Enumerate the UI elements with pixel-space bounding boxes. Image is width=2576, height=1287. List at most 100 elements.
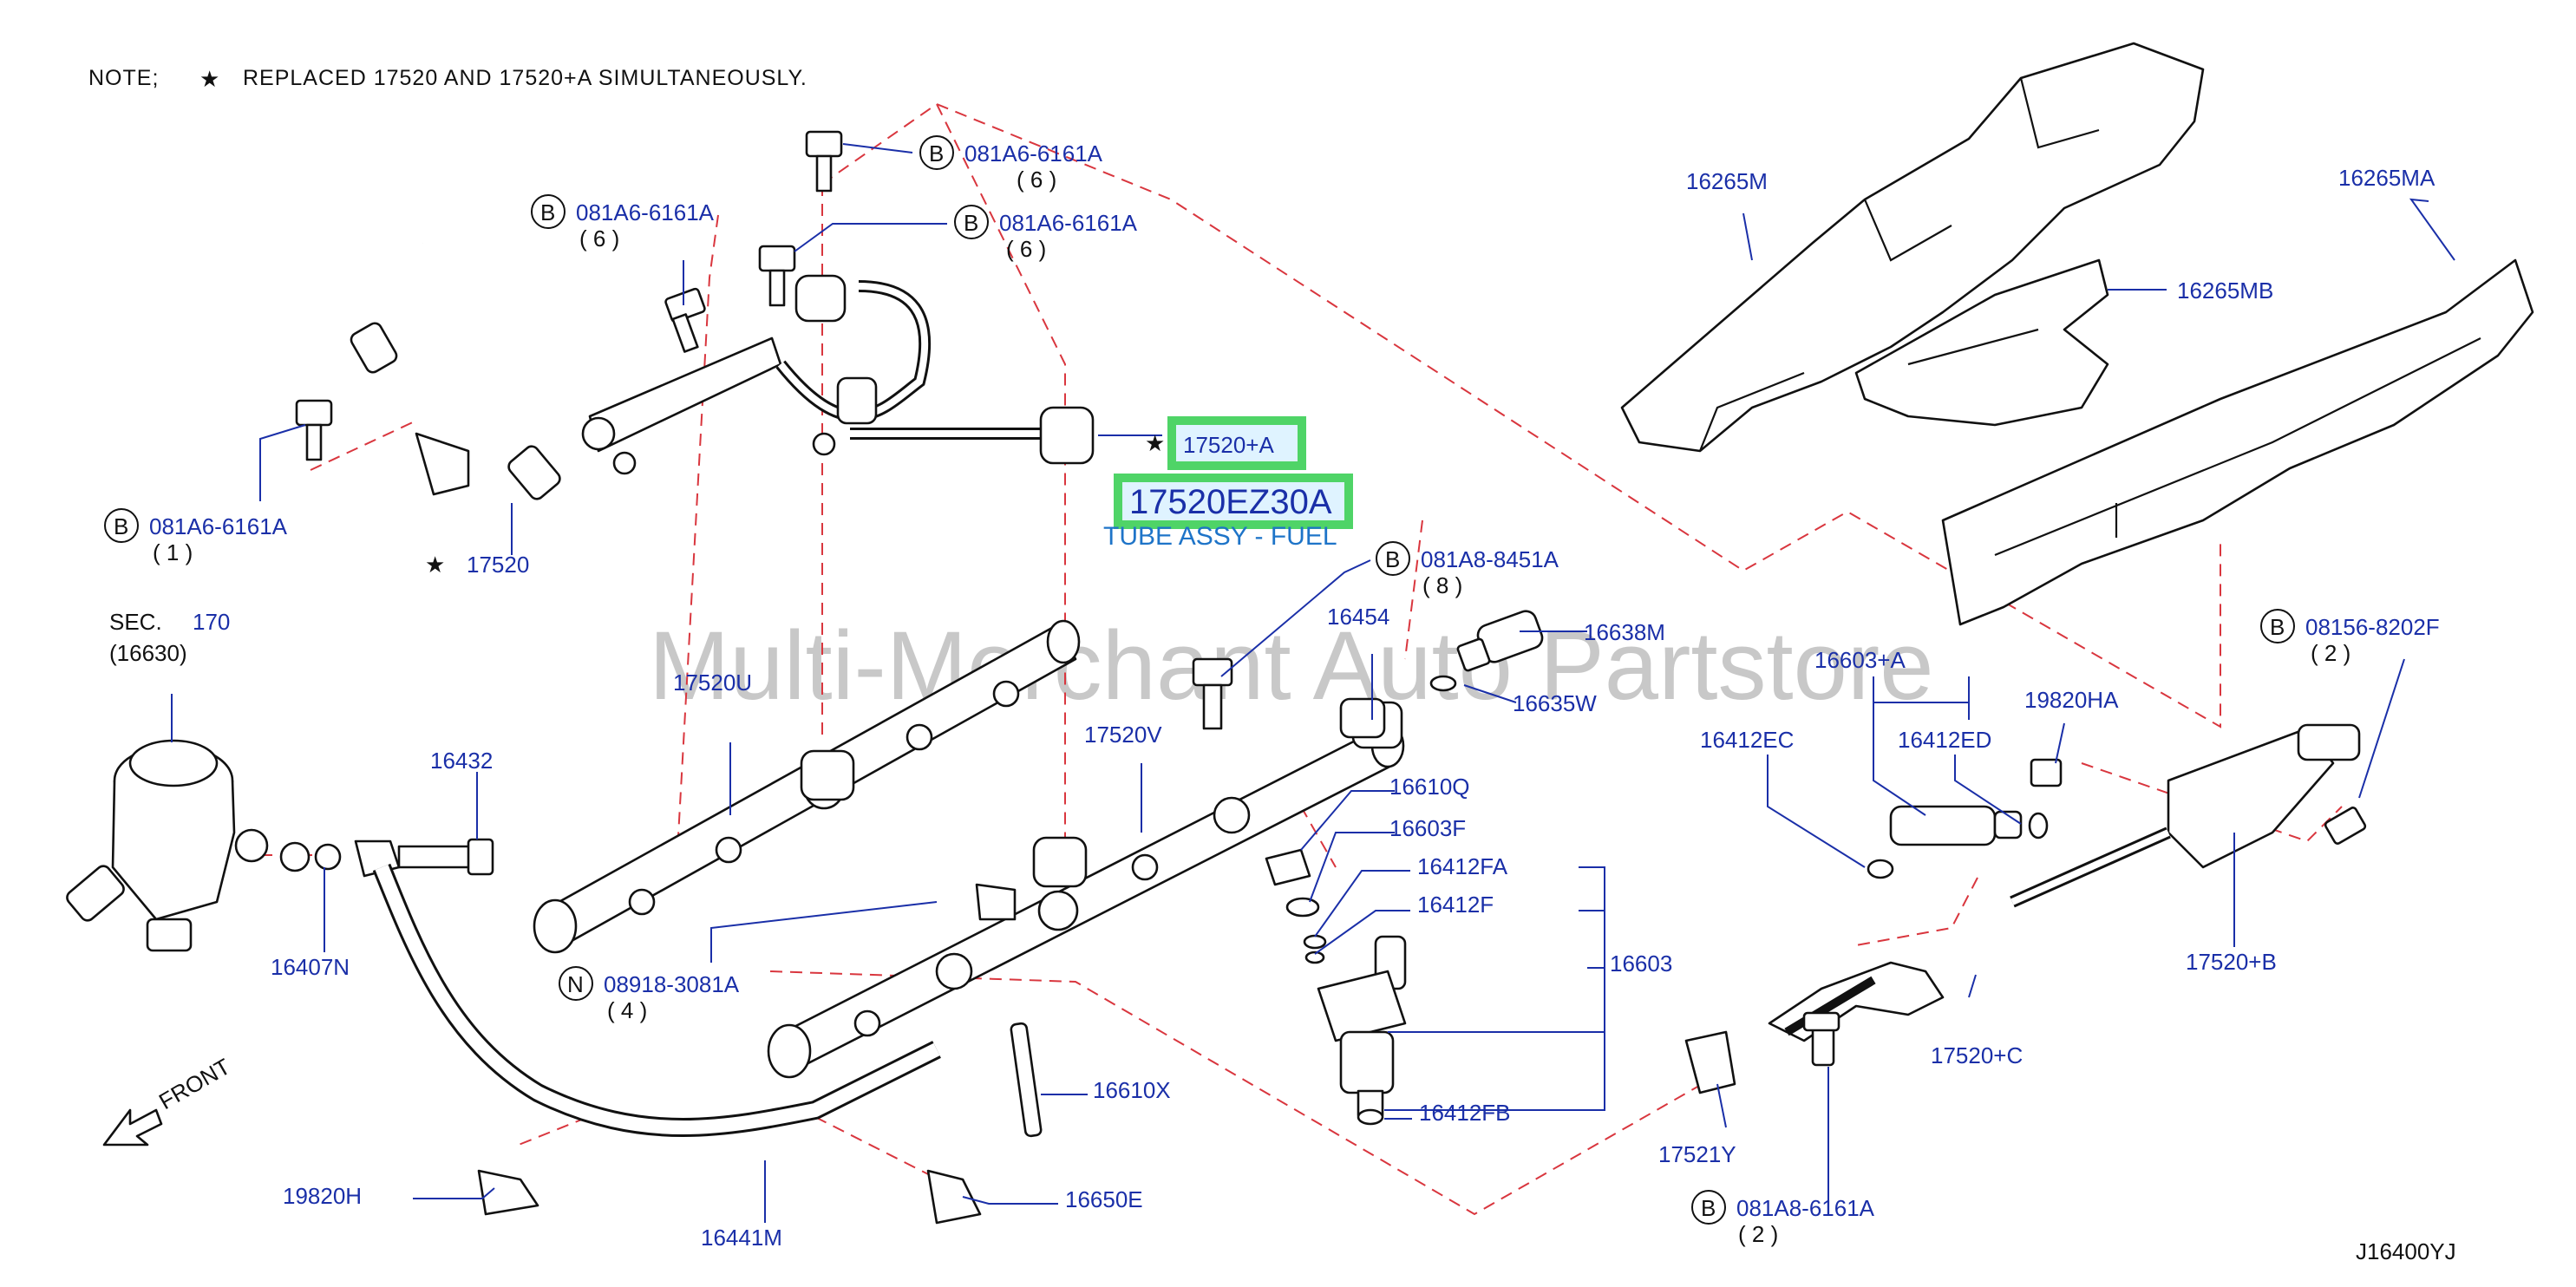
callout-bolt-upper-left: B 081A6-6161A ( 6 ) [531,194,715,252]
fuel-rail-17520v [767,701,1405,1079]
bolt-callout-part: 081A6-6161A [999,210,1138,236]
part-label-19820ha: 19820HA [2024,687,2119,713]
svg-text:17520: 17520 [467,552,529,578]
svg-text:B: B [929,140,944,167]
part-label-17520-a: 17520+A [1183,432,1274,458]
star-icon: ★ [1145,430,1165,456]
highlighted-part-number[interactable]: 17520EZ30A [1114,474,1353,529]
svg-text:B: B [1385,546,1400,572]
part-label-16412f: 16412F [1417,892,1494,918]
part-label-19820h: 19820H [283,1183,362,1209]
svg-text:( 2 ): ( 2 ) [1738,1221,1778,1247]
svg-text:170: 170 [193,609,230,635]
fuel-tube-17520-c [1768,961,1945,1067]
svg-text:( 6 ): ( 6 ) [579,225,619,252]
part-label-17520v: 17520V [1084,722,1162,748]
leader-lines [171,143,2455,1223]
callout-bolt-top: B 081A6-6161A ( 6 ) [919,135,1103,193]
part-label-16407n: 16407N [271,954,350,980]
fuel-rail-17520u [533,619,1081,954]
bolt-callout-part: 081A6-6161A [964,140,1103,167]
bolt-callout-part: 081A6-6161A [576,199,715,225]
svg-text:B: B [2270,614,2285,640]
part-label-17520u: 17520U [673,670,752,696]
part-label-16610x: 16610X [1093,1077,1171,1103]
fuel-tube-17520-b [2010,723,2367,908]
part-label-16265m: 16265M [1686,168,1768,194]
svg-text:( 2 ): ( 2 ) [2311,640,2350,666]
fuel-injector-16603-a [1867,758,2063,879]
engine-cover-16265ma [1941,258,2534,626]
callout-bolt-rail: B 081A8-8451A ( 8 ) [1376,541,1559,598]
svg-text:( 6 ): ( 6 ) [1006,236,1046,262]
svg-text:( 8 ): ( 8 ) [1422,572,1462,598]
bolt-callout-part: 08156-8202F [2305,614,2440,640]
svg-text:SEC.: SEC. [109,609,162,635]
fuel-tube-17520 [350,242,561,507]
part-label-16441m: 16441M [701,1225,782,1251]
part-label-16650e: 16650E [1065,1186,1143,1212]
svg-text:B: B [964,210,978,236]
watermark: Multi-Merchant Auto Partstore [649,611,1933,720]
section-reference: SEC. 170 (16630) [109,609,230,666]
front-direction-arrow: FRONT [102,1053,235,1147]
pressure-sensor-16638m [1429,610,1544,692]
star-icon: ★ [199,66,219,92]
part-label-16603f: 16603F [1389,815,1466,841]
callout-bolt-bottom: B 081A8-6161A ( 2 ) [1691,1190,1875,1247]
part-label-17520-c: 17520+C [1931,1042,2023,1068]
bolt-callout-part: 081A6-6161A [149,513,288,539]
svg-text:(16630): (16630) [109,640,187,666]
highlight-part-number: 17520EZ30A [1129,483,1332,521]
svg-text:( 1 ): ( 1 ) [153,539,193,565]
svg-text:B: B [540,199,555,225]
part-label-16412ec: 16412EC [1700,727,1794,753]
svg-text:B: B [114,513,128,539]
part-label-16412ed: 16412ED [1898,727,1991,753]
diagram-code: J16400YJ [2356,1238,2456,1264]
svg-text:( 6 ): ( 6 ) [1017,167,1056,193]
hose-16441m [372,863,941,1137]
part-label-17520-b: 17520+B [2186,949,2277,975]
injector-16610x [1010,1022,1043,1138]
rail-bolt [1192,657,1386,739]
callout-bolt-right: B 08156-8202F ( 2 ) [2260,609,2440,666]
note-text: REPLACED 17520 AND 17520+A SIMULTANEOUSL… [243,66,807,90]
note-prefix: NOTE; [88,66,159,90]
part-label-16454: 16454 [1327,604,1389,630]
clamps [477,883,1736,1225]
front-label: FRONT [154,1053,235,1114]
banjo-bolt-16432 [279,838,494,878]
highlight-description: TUBE ASSY - FUEL [1103,522,1337,551]
bolt-callout-part: 081A8-8451A [1421,546,1559,572]
part-label-16265ma: 16265MA [2338,165,2435,191]
engine-cover-16265m [1620,42,2205,453]
fuel-tube-17520-a [581,274,1095,475]
high-pressure-pump [66,739,269,952]
bolt-callout-part: 08918-3081A [604,971,740,997]
callout-bolt-left: B 081A6-6161A ( 1 ) [104,508,288,565]
part-label-17521y: 17521Y [1658,1141,1736,1167]
svg-text:N: N [567,971,584,997]
part-label-16635w: 16635W [1513,690,1597,716]
engine-cover-16265mb [1854,258,2109,427]
part-label-16412fa: 16412FA [1417,853,1508,879]
highlighted-part-17520-a[interactable]: ★ 17520+A [1145,416,1306,470]
bolt-callout-part: 081A8-6161A [1736,1195,1875,1221]
part-label-16603: 16603 [1610,951,1672,977]
part-label-17520: ★ 17520 [425,552,529,578]
callout-nut: N 08918-3081A ( 4 ) [559,966,740,1023]
part-label-16610q: 16610Q [1389,774,1470,800]
part-label-16603-a: 16603+A [1814,647,1906,673]
part-label-16638m: 16638M [1584,619,1665,645]
bolts-upper [295,130,843,461]
callout-bolt-upper-right: B 081A6-6161A ( 6 ) [954,205,1138,262]
star-icon: ★ [425,552,445,578]
part-label-16265mb: 16265MB [2177,278,2273,304]
part-label-16412fb: 16412FB [1419,1100,1511,1126]
svg-text:B: B [1701,1195,1716,1221]
svg-text:( 4 ): ( 4 ) [607,997,647,1023]
fuel-injector-16603 [1265,848,1407,1126]
part-label-16432: 16432 [430,748,493,774]
